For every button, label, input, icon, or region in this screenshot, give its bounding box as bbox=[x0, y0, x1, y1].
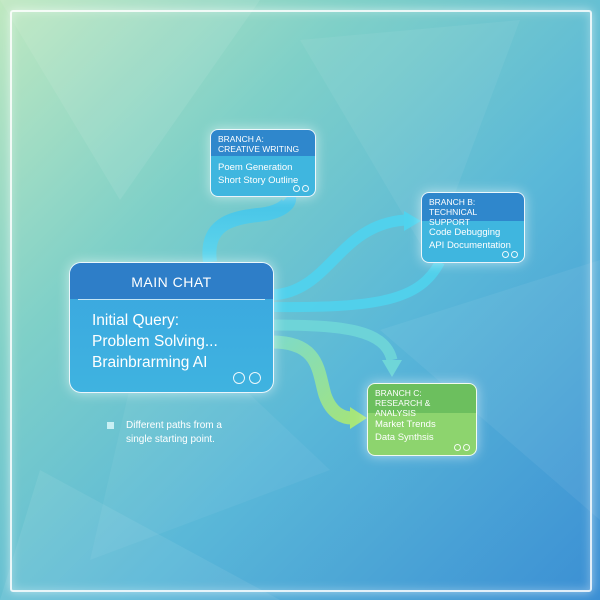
branch-b-card[interactable]: BRANCH B: TECHNICAL SUPPORT Code Debuggi… bbox=[421, 192, 525, 263]
branch-item: Code Debugging bbox=[429, 227, 501, 238]
caption-line: Different paths from a bbox=[126, 420, 222, 431]
branch-a-body: Poem Generation Short Story Outline bbox=[211, 156, 315, 192]
main-chat-line: Initial Query: bbox=[92, 312, 180, 329]
branch-subtitle: CREATIVE WRITING bbox=[218, 144, 300, 154]
branch-a-card[interactable]: BRANCH A: CREATIVE WRITING Poem Generati… bbox=[210, 129, 316, 197]
main-chat-line: Problem Solving... bbox=[92, 333, 218, 350]
bullet-square-icon bbox=[107, 422, 114, 429]
branch-item: Market Trends bbox=[375, 419, 436, 430]
main-chat-line: Brainbrarming AI bbox=[92, 354, 208, 371]
branch-title: BRANCH A: bbox=[218, 134, 264, 144]
options-icon[interactable] bbox=[454, 444, 470, 451]
divider bbox=[78, 299, 265, 300]
options-icon[interactable] bbox=[502, 251, 518, 258]
branch-title: BRANCH C: bbox=[375, 388, 422, 398]
branch-item: Poem Generation bbox=[218, 162, 293, 173]
options-icon[interactable] bbox=[293, 185, 309, 192]
branch-b-header: BRANCH B: TECHNICAL SUPPORT bbox=[422, 193, 524, 227]
glowing-frame bbox=[10, 10, 592, 592]
branch-title: BRANCH B: bbox=[429, 197, 476, 207]
branch-item: Short Story Outline bbox=[218, 175, 299, 186]
branch-a-header: BRANCH A: CREATIVE WRITING bbox=[211, 130, 315, 156]
branch-subtitle: TECHNICAL SUPPORT bbox=[429, 207, 477, 227]
branch-b-body: Code Debugging API Documentation bbox=[422, 221, 524, 257]
main-chat-card[interactable]: MAIN CHAT Initial Query: Problem Solving… bbox=[69, 262, 274, 393]
branch-item: API Documentation bbox=[429, 240, 511, 251]
branch-subtitle: RESEARCH & ANALYSIS bbox=[375, 398, 431, 418]
options-icon[interactable] bbox=[233, 372, 261, 384]
branch-item: Data Synthsis bbox=[375, 432, 434, 443]
main-chat-body: Initial Query: Problem Solving... Brainb… bbox=[70, 300, 273, 373]
main-chat-title: MAIN CHAT bbox=[70, 263, 273, 299]
branch-c-body: Market Trends Data Synthsis bbox=[368, 413, 476, 449]
flow-to-branch-a bbox=[202, 191, 297, 263]
flow-to-branch-b bbox=[271, 214, 406, 301]
flow-to-branch-c bbox=[271, 335, 353, 425]
caption: Different paths from a single starting p… bbox=[107, 419, 247, 447]
caption-line: single starting point. bbox=[126, 434, 215, 445]
flow-down-arrow bbox=[271, 319, 398, 362]
branch-c-card[interactable]: BRANCH C: RESEARCH & ANALYSIS Market Tre… bbox=[367, 383, 477, 456]
branch-c-header: BRANCH C: RESEARCH & ANALYSIS bbox=[368, 384, 476, 418]
flow-to-branch-b-lower bbox=[271, 259, 445, 313]
